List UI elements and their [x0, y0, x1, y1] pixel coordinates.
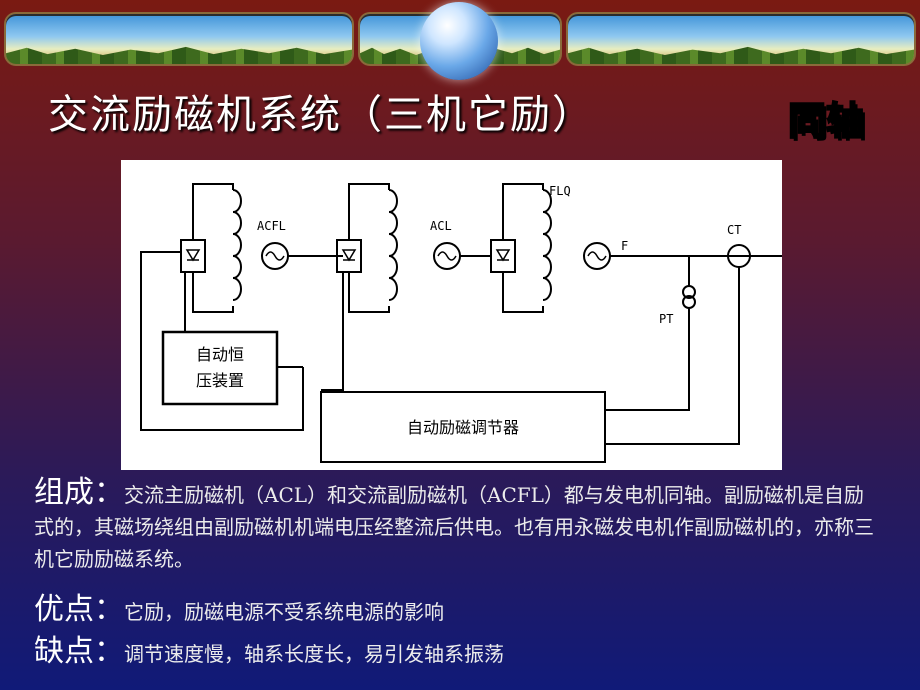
composition-text: 交流主励磁机（ACL）和交流副励磁机（ACFL）都与发电机同轴。副励磁机是自励式… — [34, 483, 874, 571]
slide-title: 交流励磁机系统（三机它励） — [48, 92, 594, 138]
diode-2-icon — [341, 249, 357, 262]
disadvantages-line: 缺点：调节速度慢，轴系长度长，易引发轴系振荡 — [34, 626, 504, 670]
wire-u1-bottom — [192, 272, 234, 313]
wire-u2-top — [348, 183, 390, 240]
wire-u1-left — [140, 251, 304, 431]
pt-coil-top-icon — [682, 285, 696, 299]
advantages-label: 优点： — [34, 592, 124, 627]
label-acfl: ACFL — [257, 219, 286, 233]
label-acl: ACL — [430, 219, 452, 233]
advantages-line: 优点：它励，励磁电源不受系统电源的影响 — [34, 584, 444, 628]
coaxial-tag: 同轴 — [787, 98, 865, 144]
wire-u2-bottom — [348, 272, 390, 313]
composition-paragraph: 组成：交流主励磁机（ACL）和交流副励磁机（ACFL）都与发电机同轴。副励磁机是… — [34, 478, 874, 576]
disadvantages-label: 缺点： — [34, 634, 124, 669]
header-banner-left — [6, 14, 352, 64]
label-pt: PT — [659, 312, 673, 326]
avr-label-line2: 压装置 — [196, 371, 244, 390]
label-ct: CT — [727, 223, 741, 237]
advantages-text: 它励，励磁电源不受系统电源的影响 — [124, 600, 444, 624]
excitation-system-diagram: ACFL ACL FLQ F CT PT 自动恒 压装置 自动励磁调节器 — [121, 160, 782, 470]
wire-u3-bottom — [502, 272, 544, 313]
field-coil-3 — [542, 189, 552, 301]
label-flq: FLQ — [549, 184, 571, 198]
wire-pt-to-regulator — [605, 308, 690, 411]
header-banner-right — [568, 14, 914, 64]
field-coil-2 — [388, 189, 398, 301]
wire-ct-to-regulator — [605, 267, 740, 445]
field-coil-1 — [232, 189, 242, 301]
regulator-box — [320, 391, 606, 463]
avr-box — [161, 330, 279, 406]
disadvantages-text: 调节速度慢，轴系长度长，易引发轴系振荡 — [124, 642, 504, 666]
rectifier-1 — [180, 239, 206, 273]
wire-u2-to-regulator — [321, 272, 344, 391]
diode-3-icon — [495, 249, 511, 262]
regulator-label: 自动励磁调节器 — [407, 418, 519, 437]
label-f: F — [621, 239, 628, 253]
rectifier-3 — [490, 239, 516, 273]
avr-label-line1: 自动恒 — [196, 345, 244, 364]
globe-icon — [420, 2, 498, 80]
wire-u3-top — [502, 183, 544, 240]
composition-label: 组成： — [34, 475, 124, 510]
diode-1-icon — [185, 249, 201, 262]
wire-u1-top — [192, 183, 234, 240]
diagram-svg: ACFL ACL FLQ F CT PT 自动恒 压装置 自动励磁调节器 — [140, 183, 782, 463]
